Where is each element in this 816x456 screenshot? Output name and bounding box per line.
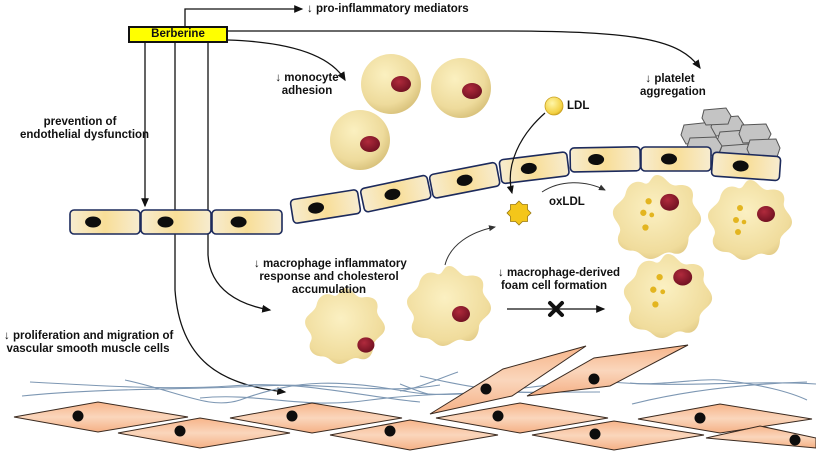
label-line: ↓ proliferation and migration of — [4, 330, 174, 342]
label-vsmc: ↓ proliferation and migration of vascula… — [4, 330, 174, 356]
macrophage — [305, 288, 385, 364]
nucleus — [308, 202, 325, 214]
smooth-muscle-cell — [526, 344, 689, 397]
nucleus — [588, 373, 600, 385]
endothelial-cell — [140, 209, 212, 235]
arrow-macrophage-to-oxldl — [444, 225, 496, 266]
nucleus — [384, 188, 401, 201]
label-line: ↓ macrophage inflammatory — [254, 258, 407, 270]
endothelial-cell — [289, 189, 362, 224]
nucleus — [85, 216, 102, 228]
endothelial-cell — [69, 209, 141, 235]
macrophage — [407, 266, 491, 346]
nucleus — [157, 216, 174, 228]
arrow-to-monocyte — [227, 39, 346, 82]
berberine-arrows — [141, 5, 701, 396]
label-oxldl: oxLDL — [549, 196, 585, 208]
label-monocyte-adhesion: ↓ monocyte adhesion — [272, 72, 342, 98]
berberine-label: Berberine — [128, 26, 228, 43]
nucleus — [456, 174, 473, 186]
oxldl-particle — [506, 200, 532, 226]
smooth-muscle-cell — [531, 420, 705, 451]
monocyte — [330, 110, 390, 170]
arrow-oxldl-to-foamcell — [541, 182, 606, 193]
line-to-vsmc — [174, 43, 287, 396]
smooth-muscle-cell — [429, 345, 587, 415]
nucleus — [384, 425, 396, 437]
label-endothelial-dysfunction: prevention of endothelial dysfunction — [20, 116, 150, 142]
label-line: prevention of — [43, 116, 117, 128]
label-line: response and cholesterol — [259, 271, 399, 283]
monocyte — [361, 54, 421, 114]
label-platelet-aggregation: ↓ platelet aggregation — [640, 73, 706, 99]
label-foam-cell-formation: ↓ macrophage-derived foam cell formation — [498, 267, 621, 293]
nucleus — [520, 162, 537, 174]
label-macrophage-response: ↓ macrophage inflammatory response and c… — [254, 258, 407, 297]
nucleus — [230, 216, 247, 228]
arrow-ldl-to-oxldl — [506, 112, 546, 195]
nucleus — [286, 410, 298, 422]
foam-cell — [623, 254, 713, 338]
smooth-muscle-cell — [329, 419, 499, 451]
smooth-muscle-cell — [13, 401, 189, 433]
smooth-muscle-cell — [229, 402, 403, 434]
smooth-muscle-cell — [435, 402, 609, 434]
endothelial-cell — [640, 146, 712, 172]
monocytes — [330, 54, 491, 170]
label-pro-inflammatory: ↓ pro-inflammatory mediators — [307, 3, 469, 15]
label-line: foam cell formation — [500, 280, 608, 292]
nucleus — [732, 160, 749, 172]
extracellular-fibers — [21, 371, 816, 405]
endothelial-cell — [428, 161, 501, 199]
label-line: accumulation — [291, 284, 367, 296]
nucleus — [480, 383, 492, 395]
label-line: ↓ monocyte — [275, 72, 339, 84]
blocked-foam-cell-arrow — [507, 301, 606, 317]
label-line: aggregation — [640, 86, 706, 98]
platelet-aggregate — [680, 107, 781, 164]
endothelial-cell — [211, 209, 283, 235]
arrow-to-pro-inflammatory — [184, 5, 304, 26]
endothelial-layer — [69, 146, 782, 235]
nucleus — [661, 153, 677, 165]
foam-cell — [708, 180, 792, 260]
block-x-icon — [548, 301, 564, 317]
arrow-to-platelet — [228, 30, 701, 70]
label-line: endothelial dysfunction — [20, 129, 150, 141]
endothelial-cell — [498, 151, 570, 185]
endothelial-cell — [569, 146, 642, 173]
line-to-macrophage — [207, 43, 272, 313]
label-ldl: LDL — [567, 100, 590, 112]
nucleus — [694, 412, 706, 424]
endothelial-cell — [359, 174, 432, 213]
label-line: ↓ platelet — [645, 73, 695, 85]
smooth-muscle-cells — [13, 344, 816, 451]
endothelial-cell — [710, 151, 782, 182]
smooth-muscle-cell — [705, 425, 816, 449]
ldl-particle — [544, 96, 564, 116]
nucleus — [589, 428, 601, 440]
foam-cell — [612, 175, 702, 259]
label-line: adhesion — [281, 85, 333, 97]
nucleus — [588, 154, 605, 166]
nucleus — [72, 410, 84, 422]
smooth-muscle-cell — [637, 403, 813, 434]
nucleus — [789, 434, 801, 446]
label-line: vascular smooth muscle cells — [6, 343, 170, 355]
label-line: ↓ macrophage-derived — [498, 267, 621, 279]
nucleus — [492, 410, 504, 422]
smooth-muscle-cell — [117, 417, 291, 449]
nucleus — [174, 425, 186, 437]
monocyte — [431, 58, 491, 118]
